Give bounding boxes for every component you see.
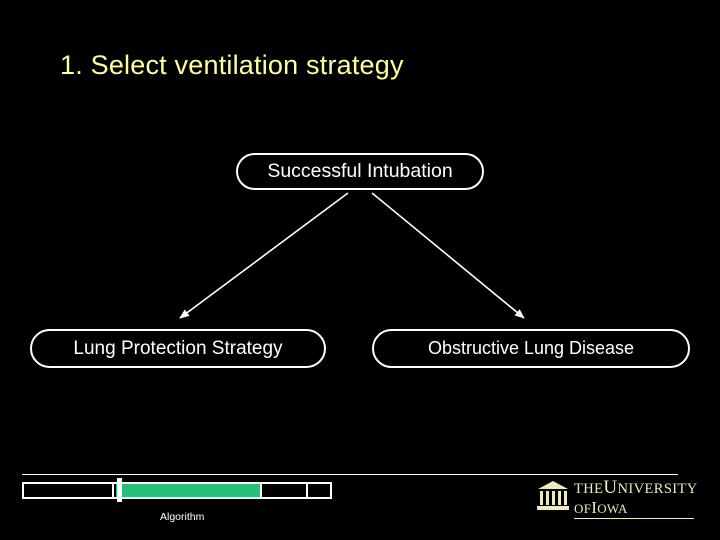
progress-tick-1 — [112, 484, 114, 497]
edge-top-to-left — [179, 192, 349, 319]
node-left-label: Lung Protection Strategy — [73, 337, 283, 359]
progress-tick-2 — [260, 484, 262, 497]
progress-tick-3 — [306, 484, 308, 497]
logo-niversity: NIVERSITY — [617, 481, 698, 497]
footer-divider — [22, 474, 678, 475]
footer-section-label: Algorithm — [160, 511, 205, 523]
edge-top-to-right — [371, 192, 525, 319]
logo-line-1: THEUNIVERSITY — [574, 478, 698, 498]
node-lung-protection-strategy[interactable]: Lung Protection Strategy — [30, 329, 326, 368]
page-title: 1. Select ventilation strategy — [60, 50, 404, 80]
logo-u: U — [603, 477, 618, 498]
node-right-label: Obstructive Lung Disease — [427, 338, 635, 358]
logo-of: OF — [574, 500, 592, 516]
logo-underline — [574, 518, 694, 519]
progress-bar[interactable] — [22, 482, 332, 499]
building-columns-icon — [537, 481, 569, 510]
logo-the: THE — [574, 481, 604, 497]
university-of-iowa-logo: THEUNIVERSITY OFIOWA — [536, 478, 698, 520]
logo-wordmark: THEUNIVERSITY OFIOWA — [574, 478, 698, 517]
logo-line-2: OFIOWA — [574, 499, 698, 517]
node-successful-intubation[interactable]: Successful Intubation — [236, 153, 484, 190]
logo-owa: OWA — [597, 500, 628, 516]
logo-i: I — [591, 497, 598, 517]
node-top-label: Successful Intubation — [267, 160, 453, 182]
progress-bar-fill — [116, 484, 260, 497]
node-obstructive-lung-disease[interactable]: Obstructive Lung Disease — [372, 329, 690, 368]
progress-position-marker — [117, 478, 122, 502]
